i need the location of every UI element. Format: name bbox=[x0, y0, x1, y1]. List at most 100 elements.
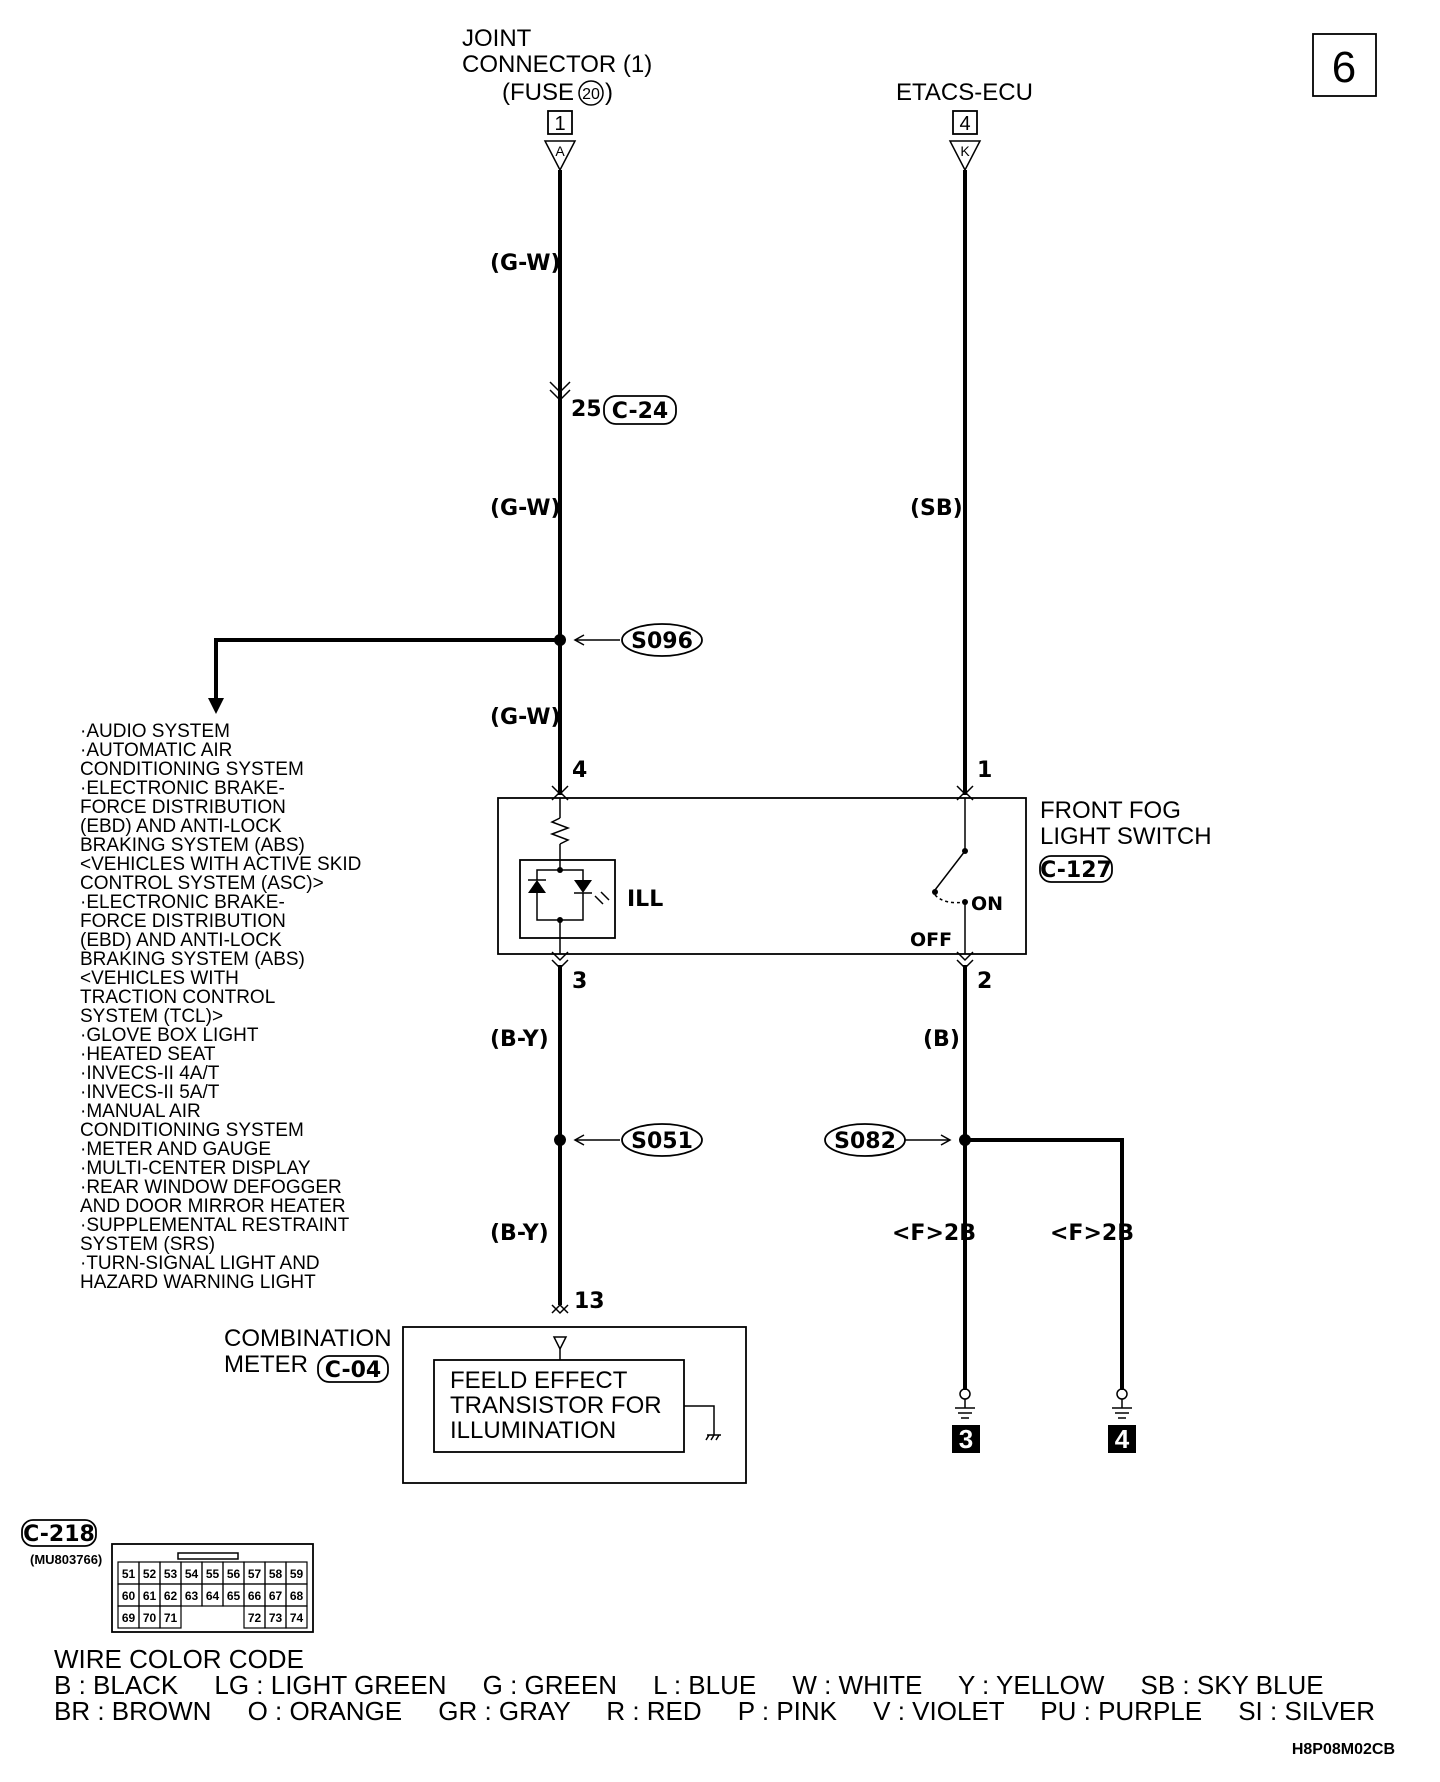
terminal-left: A bbox=[555, 143, 565, 159]
fet-ground-hatch-3 bbox=[715, 1434, 720, 1441]
led-ray-2 bbox=[600, 891, 610, 901]
s082-oval bbox=[824, 1123, 906, 1157]
branch-item: ·INVECS-II 4A/T bbox=[80, 1063, 220, 1084]
meter-title-2: METER bbox=[224, 1351, 308, 1378]
s082-arrowhead bbox=[940, 1134, 952, 1146]
wire-label-f2b-left: <F>2B bbox=[892, 1221, 976, 1246]
fuse-number: 20 bbox=[582, 86, 600, 103]
fet-line-1: FEELD EFFECT bbox=[450, 1367, 628, 1394]
s051-arrowhead bbox=[573, 1134, 585, 1146]
branch-item: CONTROL SYSTEM (ASC)> bbox=[80, 873, 324, 894]
branch-item: ·MANUAL AIR bbox=[80, 1101, 201, 1122]
branch-item: CONDITIONING SYSTEM bbox=[80, 1120, 304, 1141]
branch-item: AND DOOR MIRROR HEATER bbox=[80, 1196, 346, 1217]
switch-pin-3: 3 bbox=[572, 969, 587, 994]
switch-pin-1: 1 bbox=[977, 758, 992, 783]
pin4-mark-1 bbox=[551, 785, 569, 796]
fog-switch-title-1: FRONT FOG bbox=[1040, 797, 1181, 824]
s051-oval bbox=[621, 1123, 703, 1157]
ground-right-terminal bbox=[1116, 1388, 1128, 1400]
splice-dot-s051 bbox=[554, 1134, 566, 1146]
ground-right: 4 bbox=[1108, 1388, 1136, 1454]
ground-right-number: 4 bbox=[1115, 1424, 1130, 1454]
branch-item: ·TURN-SIGNAL LIGHT AND bbox=[80, 1253, 320, 1274]
resistor bbox=[549, 817, 571, 845]
branch-item: <VEHICLES WITH bbox=[80, 968, 239, 989]
branch-item: HAZARD WARNING LIGHT bbox=[80, 1272, 316, 1293]
branch-item: CONDITIONING SYSTEM bbox=[80, 759, 304, 780]
s051-label: S051 bbox=[631, 1129, 693, 1154]
fog-switch-title-2: LIGHT SWITCH bbox=[1040, 823, 1212, 850]
c24-badge bbox=[603, 395, 677, 425]
branch-item: FORCE DISTRIBUTION bbox=[80, 797, 286, 818]
wire-label-f2b-right: <F>2B bbox=[1050, 1221, 1134, 1246]
pin3-mark-1 bbox=[551, 951, 569, 962]
c218-pin-number: 68 bbox=[290, 1589, 304, 1603]
branch-item: ·INVECS-II 5A/T bbox=[80, 1082, 220, 1103]
switch-contact bbox=[932, 889, 938, 895]
pin13-mark-1 bbox=[551, 1304, 569, 1315]
meter-pin-13: 13 bbox=[574, 1289, 605, 1314]
fet-ground-lead bbox=[684, 1405, 715, 1435]
branch-item: BRAKING SYSTEM (ABS) bbox=[80, 949, 305, 970]
ground-left-terminal bbox=[959, 1388, 971, 1400]
fet-ground-hatch-2 bbox=[710, 1434, 715, 1441]
c04-id: C-04 bbox=[325, 1358, 381, 1383]
c218-pin-number: 66 bbox=[248, 1589, 262, 1603]
c218-pin-number: 70 bbox=[143, 1611, 157, 1625]
branch-wire bbox=[214, 638, 560, 700]
c218-badge bbox=[21, 1519, 97, 1547]
c218-pin-number: 59 bbox=[290, 1567, 304, 1581]
c218-pin-number: 73 bbox=[269, 1611, 283, 1625]
ground-left-badge bbox=[952, 1425, 980, 1453]
fuse-suffix: ) bbox=[605, 79, 613, 106]
led-top-bus bbox=[536, 869, 584, 880]
branch-item: SYSTEM (TCL)> bbox=[80, 1006, 223, 1027]
s096-label: S096 bbox=[631, 629, 693, 654]
joint-connector-title-2: CONNECTOR (1) bbox=[462, 51, 652, 78]
branch-item: <VEHICLES WITH ACTIVE SKID bbox=[80, 854, 361, 875]
branch-arrow bbox=[208, 698, 224, 714]
c04-badge bbox=[317, 1355, 389, 1383]
c218-pin-number: 61 bbox=[143, 1589, 157, 1603]
c218-part: (MU803766) bbox=[30, 1552, 102, 1567]
branch-item: ·METER AND GAUGE bbox=[80, 1139, 271, 1160]
c218-pin-number: 67 bbox=[269, 1589, 283, 1603]
led-bottom-bus bbox=[536, 893, 584, 921]
c127-id: C-127 bbox=[1040, 858, 1112, 883]
c24-id: C-24 bbox=[612, 399, 668, 424]
s096-arrowhead bbox=[573, 634, 585, 646]
c24-mark-2 bbox=[549, 389, 571, 402]
fet-ground-hatch-1 bbox=[705, 1434, 710, 1441]
switch-pin-4: 4 bbox=[572, 758, 587, 783]
wire-label-sb: (SB) bbox=[910, 496, 963, 521]
c218-id: C-218 bbox=[23, 1522, 95, 1547]
branch-item: ·ELECTRONIC BRAKE- bbox=[80, 778, 285, 799]
page-ref-left: 1 bbox=[554, 113, 565, 135]
c218-pin-number: 64 bbox=[206, 1589, 220, 1603]
c218-pin-cell bbox=[285, 1605, 308, 1629]
ill-label: ILL bbox=[627, 887, 663, 912]
s082-label: S082 bbox=[834, 1129, 896, 1154]
c218-pin-number: 65 bbox=[227, 1589, 241, 1603]
diode-1 bbox=[528, 880, 546, 893]
branch-item: TRACTION CONTROL bbox=[80, 987, 275, 1008]
wire-label-gw-2: (G-W) bbox=[490, 496, 561, 521]
wire-label-by-1: (B-Y) bbox=[490, 1027, 549, 1052]
diode-2 bbox=[574, 880, 592, 893]
terminal-arrow-left bbox=[543, 140, 577, 172]
c218-pin-number: 55 bbox=[206, 1567, 220, 1581]
branch-item: ·GLOVE BOX LIGHT bbox=[80, 1025, 259, 1046]
terminal-right: K bbox=[960, 143, 970, 159]
off-label: OFF bbox=[910, 929, 952, 951]
c24-mark-1 bbox=[549, 381, 571, 394]
page-ref-box-right bbox=[952, 110, 978, 135]
c218-pin-number: 71 bbox=[164, 1611, 178, 1625]
joint-connector-title-1: JOINT bbox=[462, 25, 532, 52]
branch-item: (EBD) AND ANTI-LOCK bbox=[80, 930, 282, 951]
branch-item: ·HEATED SEAT bbox=[80, 1044, 216, 1065]
pin1-mark-1 bbox=[956, 785, 974, 796]
fuse-number-circle bbox=[578, 80, 604, 106]
branch-item: FORCE DISTRIBUTION bbox=[80, 911, 286, 932]
